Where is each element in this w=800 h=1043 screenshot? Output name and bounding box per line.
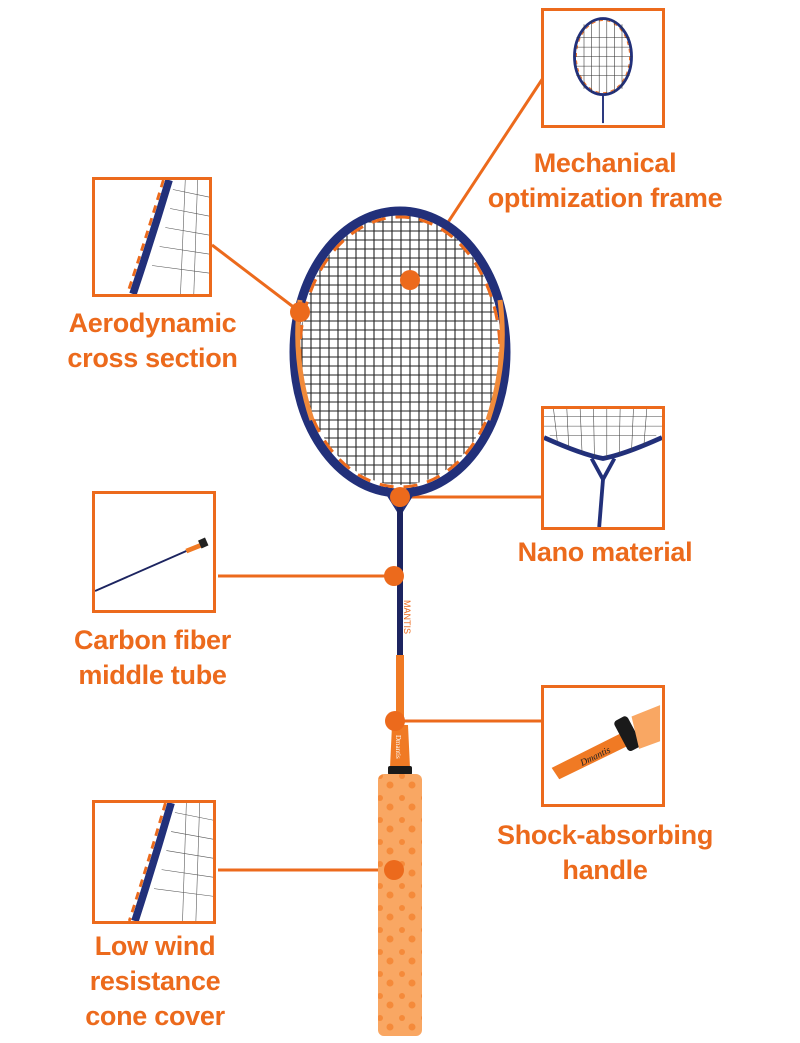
dot-aerodynamic [290,302,310,322]
thumb-carbon-tube [92,491,216,613]
racket-grip [378,774,422,1036]
dot-mechanical [400,270,420,290]
label-mechanical-line1: Mechanical [533,148,677,178]
shaft-logo: MANTIS [402,600,412,634]
label-cone-cover: Low wind resistance cone cover [50,929,260,1034]
label-aerodynamic: Aerodynamic cross section [40,306,265,376]
thumb-aerodynamic [92,177,212,297]
label-shock-line2: handle [562,855,648,885]
dot-cone [384,860,404,880]
thumb-mechanical-frame [541,8,665,128]
label-carbon-line2: middle tube [78,660,227,690]
frame-orange-right [485,299,505,421]
label-mechanical-frame: Mechanical optimization frame [460,146,750,216]
label-nano-material: Nano material [485,535,725,570]
dot-carbon [384,566,404,586]
label-carbon-line1: Carbon fiber [74,625,231,655]
label-cone-line1: Low wind [94,931,216,961]
racket-collar [388,766,412,775]
thumb-cone-cover [92,800,216,924]
callout-dots [290,270,420,880]
line-aerodynamic [211,243,301,314]
thumb-nano-material [541,406,665,530]
thumb-shock-handle: Dmantis [541,685,665,807]
label-carbon-tube: Carbon fiber middle tube [40,623,265,693]
label-cone-line3: cone cover [85,1001,225,1031]
callout-lines [211,74,547,872]
label-mechanical-line2: optimization frame [487,183,723,213]
racket-cone [390,725,410,768]
dot-nano [390,487,410,507]
label-shock-handle: Shock-absorbing handle [470,818,740,888]
racket: MANTIS Dmantis [289,206,511,1036]
label-shock-line1: Shock-absorbing [496,820,714,850]
handle-logo: Dmantis [394,735,402,759]
label-cone-line2: resistance [89,966,221,996]
racket-lower-shaft [396,655,404,725]
label-aerodynamic-line1: Aerodynamic [68,308,237,338]
label-nano-line1: Nano material [517,537,693,567]
label-aerodynamic-line2: cross section [67,343,238,373]
dot-shock [385,711,405,731]
